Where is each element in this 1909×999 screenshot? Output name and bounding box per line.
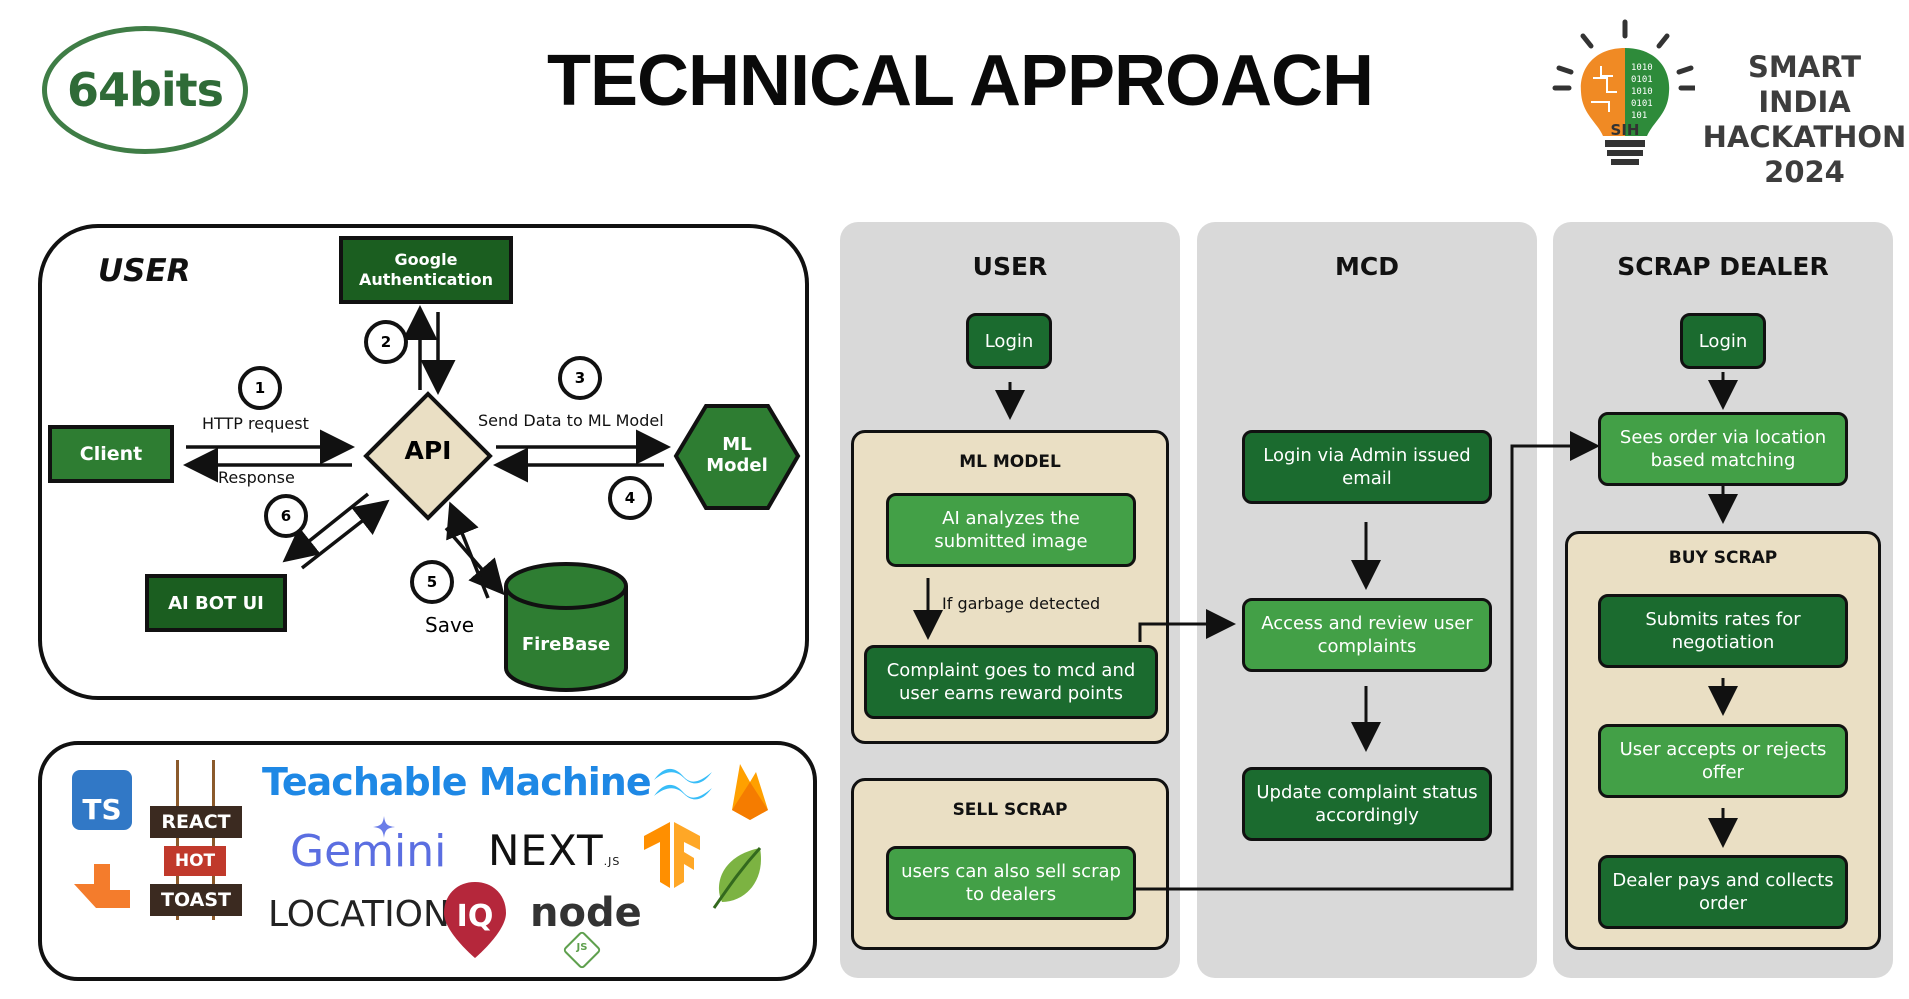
architecture-panel (38, 224, 809, 700)
step-5-badge: 5 (410, 560, 454, 604)
toast-label: TOAST (150, 884, 242, 916)
react-hot-toast-logo: REACT HOT TOAST (146, 760, 246, 920)
sell-scrap-box: users can also sell scrap to dealers (886, 846, 1136, 920)
ml-model-line1: ML (722, 434, 752, 455)
page-title: TECHNICAL APPROACH (546, 41, 1374, 121)
sih-badge: SIH (1611, 121, 1640, 139)
submits-rates-box: Submits rates for negotiation (1598, 594, 1848, 668)
step-6-badge: 6 (264, 494, 308, 538)
team-logo: 64bits (42, 26, 248, 154)
architecture-heading: USER (98, 253, 191, 289)
step-3-badge: 3 (558, 356, 602, 400)
google-auth-line1: Google (394, 250, 458, 269)
step-1-badge: 1 (238, 366, 282, 410)
location-label: LOCATION (268, 894, 450, 935)
svg-text:101: 101 (1631, 111, 1647, 121)
svg-text:1010: 1010 (1631, 87, 1653, 97)
gemini-logo: Gemini (290, 826, 447, 877)
dealer-pays-label: Dealer pays and collects order (1612, 870, 1834, 914)
dealer-pays-box: Dealer pays and collects order (1598, 855, 1848, 929)
mcd-login-box: Login via Admin issued email (1242, 430, 1492, 504)
update-status-box: Update complaint status accordingly (1242, 767, 1492, 841)
location-pin-icon: IQ (444, 882, 506, 958)
architecture-arrows (183, 305, 801, 692)
access-complaints-box: Access and review user complaints (1242, 598, 1492, 672)
dealer-login-box: Login (1680, 313, 1766, 369)
sih-line-2: HACKATHON (1702, 120, 1907, 154)
react-hot-toast-icon (74, 864, 130, 908)
ai-bot-node: AI BOT UI (145, 574, 287, 632)
ai-analyzes-label: AI analyzes the submitted image (934, 508, 1088, 552)
user-column-title: USER (972, 252, 1048, 281)
dealer-login-label: Login (1698, 330, 1748, 352)
edge-http-request: HTTP request (202, 414, 309, 433)
step-2-badge: 2 (364, 320, 408, 364)
edge-send-data: Send Data to ML Model (478, 411, 664, 430)
ai-analyzes-box: AI analyzes the submitted image (886, 493, 1136, 567)
api-node (363, 391, 493, 521)
hot-label: HOT (164, 846, 226, 876)
client-node: Client (48, 425, 174, 483)
submits-rates-label: Submits rates for negotiation (1645, 609, 1801, 653)
google-auth-node: Google Authentication (339, 236, 513, 304)
ai-bot-label: AI BOT UI (168, 592, 264, 614)
complaint-box: Complaint goes to mcd and user earns rew… (864, 645, 1158, 719)
location-iq-text: IQ (457, 899, 494, 934)
edge-response: Response (218, 468, 295, 487)
teachable-machine-logo: Teachable Machine (262, 760, 652, 804)
tech-stack-panel (38, 741, 817, 981)
sell-scrap-label: users can also sell scrap to dealers (901, 861, 1121, 905)
next-label: NEXT (488, 826, 604, 875)
step-4-badge: 4 (608, 476, 652, 520)
mcd-column-title: MCD (1335, 252, 1399, 281)
team-logo-text: 64bits (66, 63, 224, 117)
node-suffix: JS (576, 942, 588, 953)
sees-order-label: Sees order via location based matching (1619, 427, 1827, 471)
update-status-label: Update complaint status accordingly (1256, 782, 1478, 826)
if-garbage-label: If garbage detected (942, 594, 1101, 613)
svg-text:0101: 0101 (1631, 99, 1653, 109)
ml-model-label: ML Model (690, 434, 784, 476)
mcd-login-label: Login via Admin issued email (1263, 445, 1471, 489)
ml-model-node (673, 404, 801, 510)
sih-line-1: SMART INDIA (1748, 50, 1861, 119)
client-label: Client (79, 443, 143, 465)
firebase-node (504, 562, 628, 692)
user-login-label: Login (984, 330, 1034, 352)
react-label: REACT (150, 806, 242, 838)
sih-wordmark: SMART INDIA HACKATHON 2024 (1700, 50, 1909, 190)
buy-scrap-title: BUY SCRAP (1668, 548, 1778, 568)
node-label: node (530, 890, 642, 936)
sparkle-icon (373, 816, 395, 838)
tensorflow-icon (644, 822, 700, 888)
api-label: API (404, 436, 452, 465)
access-complaints-label: Access and review user complaints (1261, 613, 1473, 657)
google-auth-line2: Authentication (359, 270, 493, 289)
node-logo: node (530, 890, 642, 936)
typescript-label: TS (82, 793, 122, 826)
typescript-icon: TS (72, 770, 132, 830)
brain-bulb-icon: 1010 0101 1010 0101 101 SIH (1552, 19, 1695, 165)
dealer-column-title: SCRAP DEALER (1617, 252, 1829, 281)
leaf-icon (712, 846, 762, 909)
tailwind-icon (654, 768, 712, 800)
firebase-icon (732, 764, 768, 820)
svg-text:1010: 1010 (1631, 63, 1653, 73)
sees-order-box: Sees order via location based matching (1598, 412, 1848, 486)
ml-model-line2: Model (706, 455, 768, 476)
accepts-offer-label: User accepts or rejects offer (1619, 739, 1827, 783)
svg-text:0101: 0101 (1631, 75, 1653, 85)
edge-save: Save (425, 613, 475, 637)
sell-scrap-title: SELL SCRAP (952, 800, 1068, 820)
sih-line-3: 2024 (1764, 155, 1845, 189)
locationiq-logo: LOCATION (268, 894, 450, 935)
user-login-box: Login (966, 313, 1052, 369)
accepts-offer-box: User accepts or rejects offer (1598, 724, 1848, 798)
ml-model-title: ML MODEL (959, 452, 1061, 472)
firebase-label: FireBase (521, 634, 611, 655)
complaint-label: Complaint goes to mcd and user earns rew… (886, 660, 1136, 704)
next-logo: NEXT.JS (488, 826, 620, 875)
next-suffix: .JS (603, 855, 621, 868)
